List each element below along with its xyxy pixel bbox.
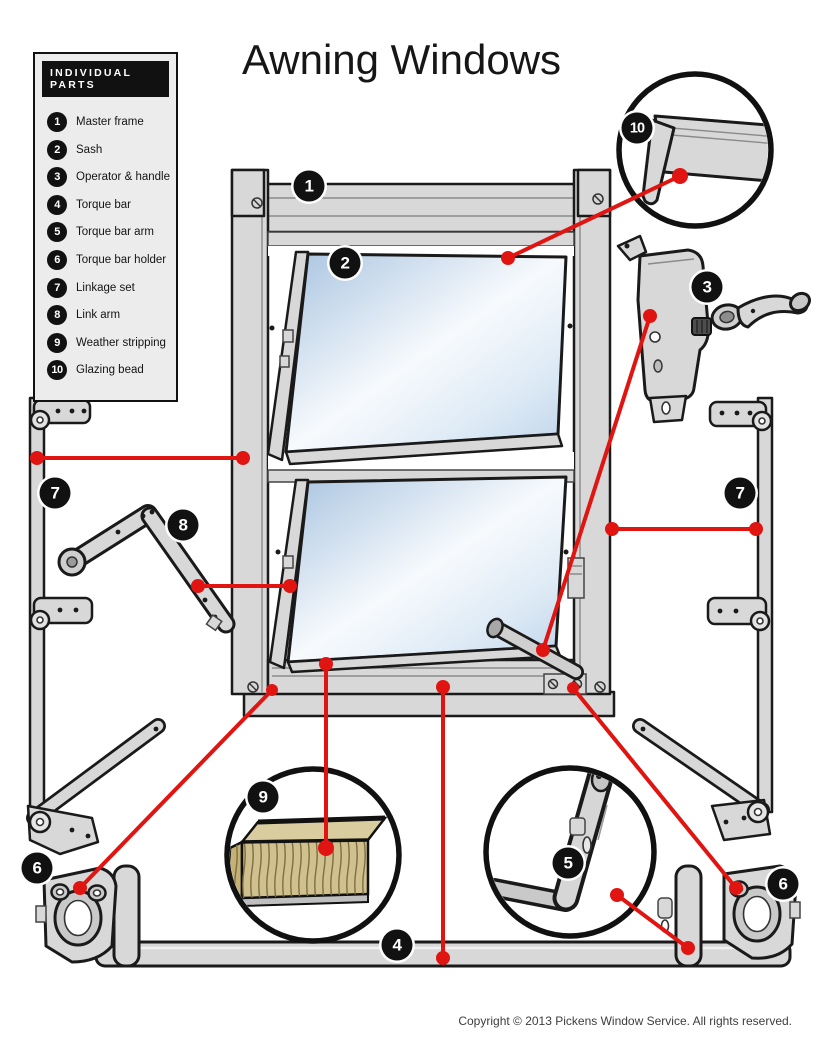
part-label: Torque bar arm bbox=[76, 226, 154, 239]
frame-screws bbox=[247, 193, 606, 693]
upper-sash bbox=[266, 250, 568, 466]
glazing-bead-detail bbox=[616, 71, 774, 229]
legend-item: 4 Torque bar bbox=[47, 194, 170, 215]
callout-badge-4: 4 bbox=[381, 929, 413, 961]
callout-badge-2: 2 bbox=[329, 247, 361, 279]
part-number-badge: 7 bbox=[47, 277, 67, 298]
lower-sash bbox=[268, 475, 585, 680]
legend-rows: 1 Master frame 2 Sash 3 Operator & handl… bbox=[35, 104, 176, 392]
legend-item: 2 Sash bbox=[47, 139, 170, 160]
part-number-badge: 5 bbox=[47, 222, 67, 243]
callout-badge-7: 7 bbox=[724, 477, 756, 509]
part-label: Weather stripping bbox=[76, 336, 166, 349]
callout-badge-7: 7 bbox=[39, 477, 71, 509]
part-number-badge: 8 bbox=[47, 305, 67, 326]
legend-item: 8 Link arm bbox=[47, 305, 170, 326]
legend-item: 5 Torque bar arm bbox=[47, 222, 170, 243]
legend-item: 10 Glazing bead bbox=[47, 360, 170, 381]
legend-item: 6 Torque bar holder bbox=[47, 249, 170, 270]
part-number-badge: 2 bbox=[47, 139, 67, 160]
callout-badge-6: 6 bbox=[767, 868, 799, 900]
part-number-badge: 6 bbox=[47, 249, 67, 270]
callout-badge-8: 8 bbox=[167, 509, 199, 541]
callout-badge-9: 9 bbox=[247, 781, 279, 813]
callout-badge-1: 1 bbox=[293, 170, 325, 202]
part-number-badge: 4 bbox=[47, 194, 67, 215]
operator-handle bbox=[710, 291, 811, 331]
link-arm bbox=[57, 504, 236, 634]
part-label: Torque bar holder bbox=[76, 253, 167, 266]
legend-item: 9 Weather stripping bbox=[47, 332, 170, 353]
torque-bar-holder-left bbox=[35, 866, 118, 964]
part-label: Sash bbox=[76, 143, 103, 156]
linkage-set-left bbox=[26, 396, 166, 856]
legend-item: 1 Master frame bbox=[47, 112, 170, 132]
legend-item: 7 Linkage set bbox=[47, 277, 170, 298]
part-label: Master frame bbox=[76, 116, 144, 128]
leader-lines bbox=[30, 168, 763, 965]
upper-sash-glass bbox=[284, 252, 568, 454]
part-label: Link arm bbox=[76, 309, 121, 322]
linkage-set-right bbox=[632, 396, 774, 842]
individual-parts-legend: INDIVIDUAL PARTS 1 Master frame 2 Sash 3… bbox=[33, 52, 178, 402]
weather-stripping-detail bbox=[224, 766, 402, 944]
callout-badge-5: 5 bbox=[552, 847, 584, 879]
part-number-badge: 10 bbox=[47, 360, 67, 381]
legend-item: 3 Operator & handle bbox=[47, 167, 170, 188]
part-label: Glazing bead bbox=[76, 364, 144, 377]
part-label: Operator & handle bbox=[76, 171, 170, 184]
page-title: Awning Windows bbox=[242, 36, 562, 83]
copyright-text: Copyright © 2013 Pickens Window Service.… bbox=[458, 1014, 792, 1028]
lower-sash-glass bbox=[286, 475, 568, 664]
part-number-badge: 3 bbox=[47, 167, 67, 188]
part-label: Torque bar bbox=[76, 198, 131, 211]
callout-badge-10: 10 bbox=[621, 112, 653, 144]
callout-badge-3: 3 bbox=[691, 271, 723, 303]
part-number-badge: 1 bbox=[47, 112, 67, 132]
callout-badge-6: 6 bbox=[21, 852, 53, 884]
operator bbox=[616, 234, 712, 424]
part-number-badge: 9 bbox=[47, 332, 67, 353]
part-label: Linkage set bbox=[76, 281, 135, 294]
legend-header: INDIVIDUAL PARTS bbox=[42, 61, 169, 97]
